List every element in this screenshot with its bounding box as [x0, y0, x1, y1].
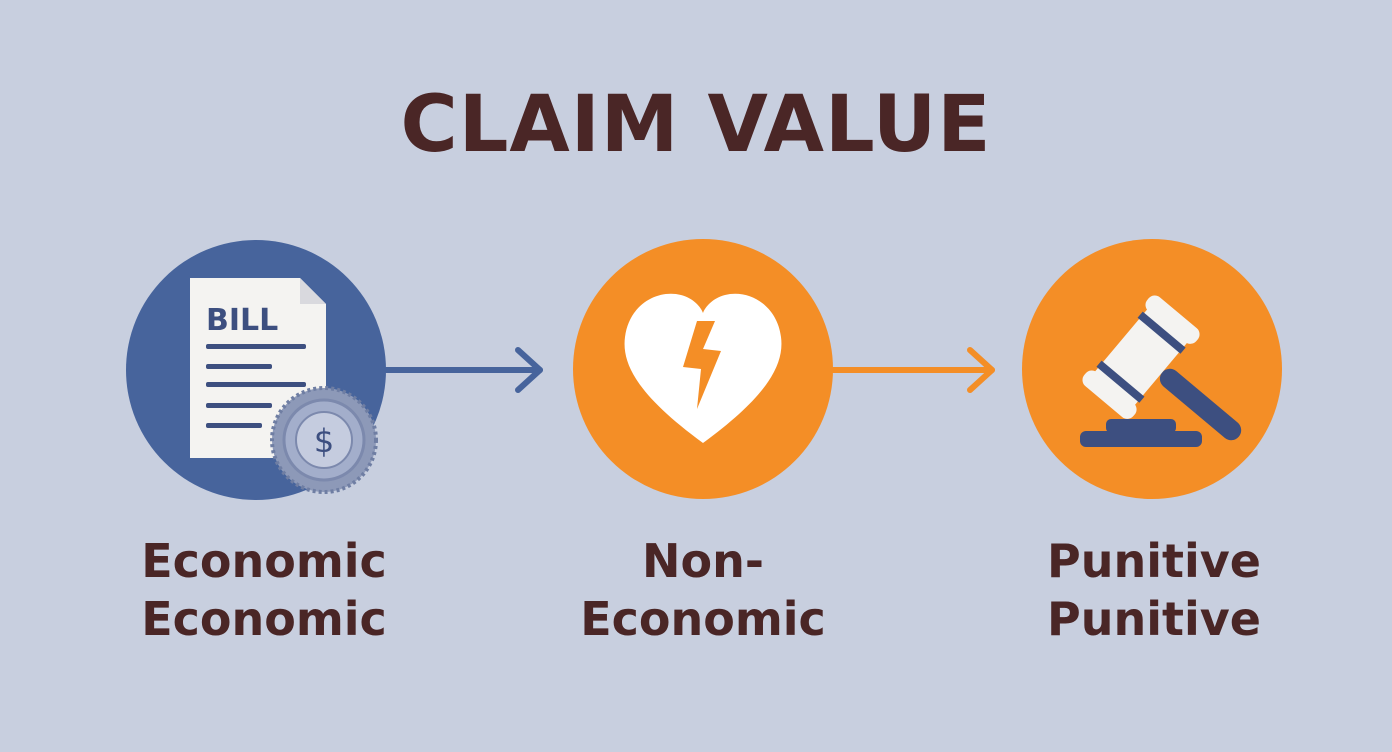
non-economic-label: Non- Economic — [533, 532, 873, 648]
arrow-right-icon — [830, 347, 995, 393]
non-economic-label-line-1: Non- — [642, 534, 764, 588]
bill-icon: BILL $ — [190, 278, 378, 494]
punitive-circle — [1022, 239, 1282, 499]
economic-label-line-1: Economic — [141, 534, 387, 588]
gavel-icon — [1080, 295, 1242, 447]
punitive-label: Punitive Punitive — [984, 532, 1324, 648]
punitive-label-line-2: Punitive — [1047, 592, 1261, 646]
non-economic-label-line-2: Economic — [580, 592, 826, 646]
economic-label-line-2: Economic — [141, 592, 387, 646]
dollar-symbol: $ — [314, 422, 334, 460]
economic-label: Economic Economic — [94, 532, 434, 648]
diagram-title: CLAIM VALUE — [400, 80, 992, 170]
punitive-label-line-1: Punitive — [1047, 534, 1261, 588]
arrow-right-icon — [383, 347, 543, 393]
non-economic-circle — [573, 239, 833, 499]
broken-heart-icon — [624, 293, 782, 443]
bill-text: BILL — [206, 303, 278, 338]
economic-circle: BILL $ — [126, 240, 386, 500]
